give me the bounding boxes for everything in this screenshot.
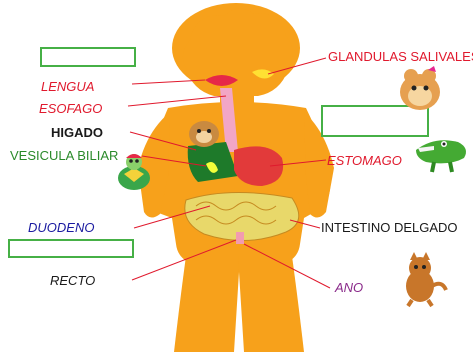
cat-icon (406, 252, 446, 306)
label-intestino: INTESTINO DELGADO (321, 220, 458, 235)
label-estomago: ESTOMAGO (327, 153, 402, 168)
answer-box-bottom-left[interactable] (9, 240, 133, 257)
label-higado: HIGADO (51, 125, 103, 140)
label-glandulas: GLANDULAS SALIVALES (328, 49, 473, 64)
label-ano: ANO (334, 280, 363, 295)
child-silhouette (138, 3, 334, 352)
label-vesicula: VESICULA BILIAR (10, 148, 118, 163)
crocodile-icon (416, 140, 466, 172)
hamster-icon (400, 66, 440, 110)
answer-box-top-left[interactable] (41, 48, 135, 66)
label-esofago: ESOFAGO (39, 101, 102, 116)
hamster-icon (189, 121, 219, 147)
stomach (234, 146, 283, 186)
label-lengua: LENGUA (41, 79, 94, 94)
rectum (236, 232, 244, 244)
label-recto: RECTO (50, 273, 95, 288)
label-duodeno: DUODENO (28, 220, 94, 235)
answer-box-top-right[interactable] (322, 106, 428, 136)
